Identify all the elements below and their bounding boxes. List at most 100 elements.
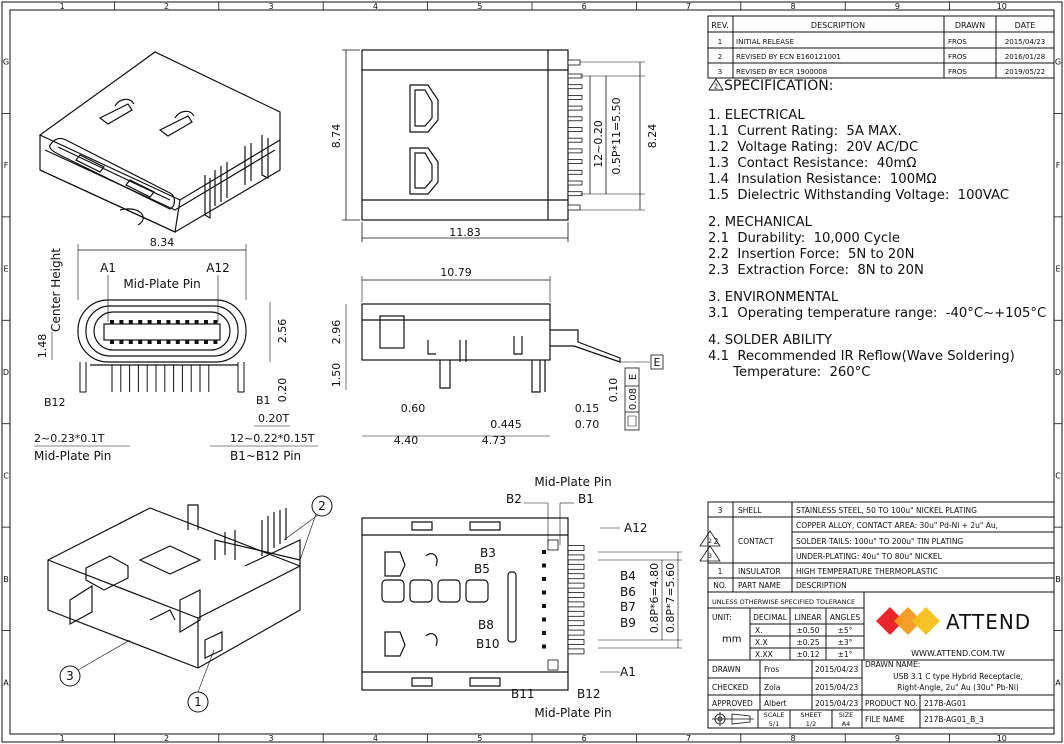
date-cell: 2016/01/28 [1005, 53, 1045, 61]
bottom-view-via [542, 644, 546, 649]
tol-cell: ±0.50 [797, 626, 820, 635]
dim-0-445: 0.445 [490, 418, 522, 431]
checked-by: Zola [764, 683, 780, 692]
top-view-dims: 8.74 11.83 12~0.20 0.5P*11=5.50 8.24 [330, 49, 659, 242]
spec-item: 4.1 Recommended IR Reflow(Wave Soldering… [708, 349, 1015, 364]
front-contact [138, 340, 143, 344]
label-mid-plate: Mid-Plate Pin [123, 277, 200, 291]
unit-label: UNIT: [712, 613, 732, 622]
front-contact [147, 320, 152, 324]
dim-1-48: 1.48 [36, 334, 49, 359]
front-contact [157, 320, 161, 324]
top-view-pin [567, 137, 583, 143]
column-marker: 10 [997, 734, 1007, 743]
spec-section-heading: 3. ENVIRONMENTAL [708, 290, 839, 305]
date-cell: 2019/05/22 [1005, 68, 1045, 76]
top-view-pin [567, 204, 581, 211]
tol-cell: X. [755, 626, 763, 635]
dim-11-83: 11.83 [449, 226, 481, 239]
bottom-mid-plate-bottom: Mid-Plate Pin [534, 706, 611, 720]
bottom-view-pad [567, 582, 585, 589]
size-value: A4 [842, 720, 851, 728]
unit-value: mm [722, 634, 741, 645]
part-no-cell: 2 [714, 537, 719, 546]
product-no: 217B-AG01 [924, 699, 967, 708]
bottom-view-via [542, 617, 546, 622]
dim-2-96: 2.96 [330, 320, 343, 345]
front-contact [213, 340, 218, 344]
dim-left-pins: 2~0.23*0.1T [34, 432, 105, 445]
part-name-cell: CONTACT [738, 537, 774, 546]
label-right-pins: B1~B12 Pin [230, 449, 301, 463]
rev-cell: 2 [718, 53, 722, 61]
column-marker: 4 [373, 2, 378, 11]
drawn-name-line1: USB 3.1 C type Hybrid Receptacle, [893, 672, 1023, 681]
bottom-mid-plate-top: Mid-Plate Pin [534, 475, 611, 489]
column-marker: 10 [997, 2, 1007, 11]
scale-label: SCALE [764, 711, 785, 719]
spec-item: 1.3 Contact Resistance: 40mΩ [708, 156, 917, 171]
label-b11: B11 [511, 687, 535, 701]
bottom-view-pad [567, 620, 585, 627]
row-marker: C [3, 471, 9, 480]
label-b1: B1 [256, 394, 271, 407]
row-marker: F [4, 161, 9, 170]
bottom-view-pad [567, 610, 585, 617]
approved-label: APPROVED [712, 699, 753, 708]
checked-label: CHECKED [712, 683, 749, 692]
top-view-pin [567, 169, 583, 175]
rev-cell: 3 [718, 68, 722, 76]
column-marker: 8 [790, 734, 795, 743]
approved-date: 2015/04/23 [815, 699, 858, 708]
spec-section-heading: 4. SOLDER ABILITY [708, 333, 833, 348]
dim-pitch6: 0.8P*6=4.80 [648, 563, 661, 633]
front-contact [147, 340, 152, 344]
column-marker: 7 [686, 734, 691, 743]
bottom-view-via [542, 604, 546, 608]
side-view-dims: 10.79 2.96 1.50 0.60 0.445 0.15 0.70 4.4… [330, 266, 664, 447]
front-contact [213, 320, 218, 324]
label-left-pins: Mid-Plate Pin [34, 449, 111, 463]
row-marker: F [1056, 161, 1061, 170]
column-marker: 5 [477, 734, 482, 743]
drawn-name-line2: Right-Angle, 2u" Au (30u" Pb-Ni) [897, 683, 1019, 692]
tol-cell: ±5° [838, 626, 853, 635]
dim-0-70: 0.70 [575, 418, 600, 431]
top-view-pin [567, 73, 583, 79]
top-view-pin [567, 59, 581, 66]
desc-cell: INITIAL RELEASE [736, 38, 794, 46]
date-cell: 2015/04/23 [1005, 38, 1045, 46]
column-marker: 9 [895, 2, 900, 11]
column-marker: 4 [373, 734, 378, 743]
tol-header: LINEAR [794, 613, 821, 622]
column-marker: 9 [895, 734, 900, 743]
logo-diamond-orange [894, 607, 922, 635]
part-header-desc: DESCRIPTION [796, 581, 847, 590]
top-view-pin [567, 148, 583, 154]
drawn-header: DRAWN [955, 21, 985, 30]
dim-4-73: 4.73 [482, 434, 507, 447]
spec-item: 1.2 Voltage Rating: 20V AC/DC [708, 140, 919, 155]
sheet-value: 1/2 [806, 720, 816, 728]
label-b7: B7 [620, 600, 636, 614]
spec-item: 1.5 Dielectric Withstanding Voltage: 100… [708, 188, 1010, 203]
part-desc-cell: HIGH TEMPERATURE THERMOPLASTIC [796, 567, 938, 576]
tol-cell: ±0.25 [797, 638, 820, 647]
front-contact [185, 320, 190, 324]
logo-text: ATTEND [946, 610, 1031, 634]
front-view [77, 299, 247, 393]
part-desc-cell: UNDER-PLATING: 40u" TO 80u" NICKEL [796, 552, 943, 561]
iso-view-bottom [47, 504, 301, 669]
spec-item: 2.1 Durability: 10,000 Cycle [708, 231, 900, 246]
dim-0-15: 0.15 [575, 402, 600, 415]
center-height-label: Center Height [49, 248, 63, 332]
front-view-dims: 8.34 Center Height A1 A12 Mid-Plate Pin … [34, 236, 318, 463]
logo-website: WWW.ATTEND.COM.TW [911, 649, 1005, 658]
checked-date: 2015/04/23 [815, 683, 858, 692]
label-b12: B12 [44, 396, 66, 409]
bottom-view-via [542, 577, 546, 581]
dim-0-20t: 0.20T [258, 412, 289, 425]
side-view [361, 303, 621, 393]
top-view-pin [567, 127, 583, 132]
top-view-pin [567, 180, 583, 186]
